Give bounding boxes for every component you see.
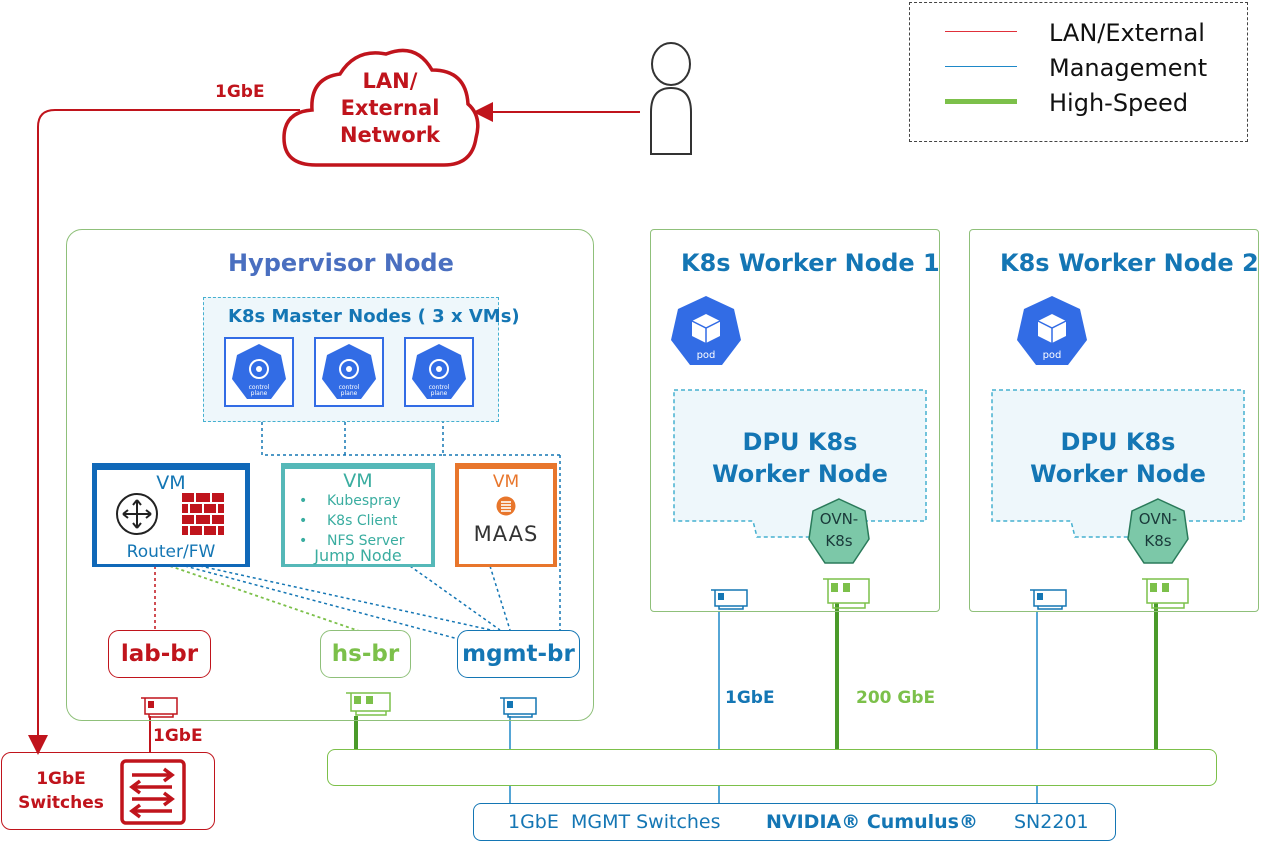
mgmt-switch-bar: 1GbE MGMT Switches NVIDIA® Cumulus® SN22… — [473, 803, 1116, 841]
worker-2-mgmt-nic-icon — [1030, 589, 1067, 610]
k8s-master-node-1: control plane — [224, 337, 294, 407]
svg-text:pod: pod — [697, 350, 716, 361]
router-to-hs-line — [169, 565, 363, 633]
k8s-pod-icon: pod — [1017, 296, 1087, 365]
worker-2-hs-nic-icon — [1142, 578, 1189, 609]
k8s-control-plane-icon: control plane — [322, 344, 376, 399]
dpu-worker-node-1-title: DPU K8s Worker Node — [712, 428, 888, 488]
svg-text:plane: plane — [341, 390, 358, 397]
switch-icon — [120, 759, 186, 825]
k8s-control-plane-icon: control plane — [232, 344, 286, 399]
ovn-k8s-icon — [1127, 498, 1189, 564]
dpu-worker-node-2-title: DPU K8s Worker Node — [1030, 428, 1206, 488]
maas-icon — [496, 496, 516, 516]
mgmt-link-label: 1GbE — [725, 688, 775, 708]
k8s-master-node-2: control plane — [314, 337, 384, 407]
legend-item-high-speed: High-Speed — [910, 87, 1249, 117]
svg-text:pod: pod — [1043, 350, 1062, 361]
hypervisor-title: Hypervisor Node — [228, 249, 454, 277]
router-fw-vm: VM Router/FW — [92, 463, 250, 567]
worker-1-mgmt-nic-icon — [711, 589, 748, 610]
worker-1-hs-nic-icon — [823, 578, 870, 609]
k8s-master-node-3: control plane — [404, 337, 474, 407]
ovn-k8s-label: OVN- K8s — [1138, 510, 1178, 550]
ovn-k8s-icon — [808, 498, 870, 564]
service-item: •Kubespray — [299, 493, 401, 509]
svg-text:control: control — [339, 384, 360, 391]
jump-node-vm: VM •Kubespray •K8s Client •NFS Server Ju… — [281, 463, 435, 567]
legend-item-management: Management — [910, 52, 1249, 82]
maas-vm: VM MAAS — [455, 463, 557, 567]
ovn-k8s-label: OVN- K8s — [819, 510, 859, 550]
svg-text:control: control — [429, 384, 450, 391]
router-icon — [116, 493, 158, 535]
firewall-icon — [182, 493, 224, 535]
mgmt-nic-icon — [500, 697, 537, 718]
high-speed-switch-bar — [327, 749, 1217, 786]
legend: LAN/External Management High-Speed — [909, 2, 1248, 142]
switch-model-label: SN2201 — [1014, 811, 1089, 833]
lab-br-bridge: lab-br — [108, 630, 211, 678]
svg-text:plane: plane — [431, 390, 448, 397]
lab-nic-icon — [141, 697, 178, 718]
jump-node-services: •Kubespray •K8s Client •NFS Server — [299, 491, 405, 551]
cloud-icon — [282, 48, 480, 167]
hs-nic-icon — [346, 692, 391, 716]
lan-uplink-line — [28, 109, 300, 755]
cumulus-label: NVIDIA® Cumulus® — [766, 811, 978, 833]
service-item: •NFS Server — [299, 533, 405, 549]
svg-text:plane: plane — [251, 390, 268, 397]
lan-link-label: 1GbE — [215, 82, 265, 102]
mgmt-br-bridge: mgmt-br — [457, 630, 580, 678]
k8s-master-title: K8s Master Nodes ( 3 x VMs) — [228, 306, 520, 327]
k8s-worker-node-1-panel — [650, 229, 940, 612]
cloud-label: LAN/ External Network — [339, 69, 440, 147]
hypervisor-node-panel — [66, 229, 594, 721]
mgmt-switches-label: 1GbE MGMT Switches — [508, 811, 721, 833]
lab-link-label: 1GbE — [153, 726, 203, 746]
k8s-control-plane-icon: control plane — [412, 344, 466, 399]
1gbe-switches: 1GbE Switches — [1, 752, 215, 830]
service-item: •K8s Client — [299, 513, 398, 529]
svg-text:control: control — [249, 384, 270, 391]
k8s-pod-icon: pod — [671, 296, 741, 365]
worker-1-title: K8s Worker Node 1 — [681, 249, 940, 277]
k8s-worker-node-2-panel — [969, 229, 1259, 612]
hs-br-bridge: hs-br — [320, 630, 411, 678]
legend-item-lan: LAN/External — [910, 17, 1249, 47]
masters-bus-line — [261, 422, 444, 456]
person-icon — [650, 42, 692, 155]
worker-2-title: K8s Worker Node 2 — [1000, 249, 1259, 277]
hs-link-label: 200 GbE — [856, 688, 936, 708]
